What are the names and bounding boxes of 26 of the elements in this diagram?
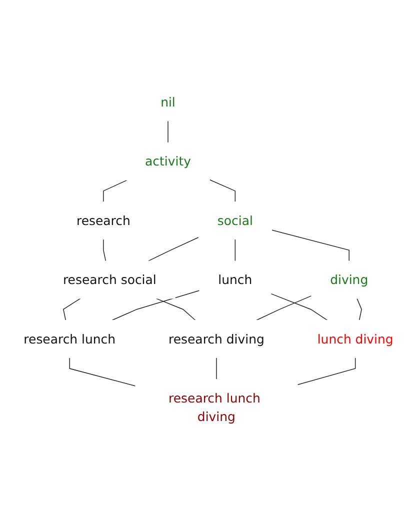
node-text: social [217, 213, 253, 228]
connector [356, 298, 362, 321]
connector [270, 293, 328, 321]
node-text: research [76, 213, 130, 228]
connector [103, 180, 128, 202]
node-text: lunch [218, 272, 252, 288]
connector [156, 298, 196, 321]
connector [297, 357, 356, 386]
connector [216, 357, 217, 380]
connector [256, 295, 312, 321]
connector [209, 179, 236, 202]
node-text: diving [330, 272, 368, 288]
node-text: research lunch diving [168, 390, 260, 424]
connector [148, 236, 200, 262]
connector [62, 298, 81, 321]
node-text: lunch diving [317, 331, 394, 346]
connector [234, 238, 236, 262]
node-text: research lunch [24, 331, 116, 346]
node-text: nil [160, 94, 176, 110]
connector [69, 357, 136, 386]
node-text: research diving [168, 331, 264, 346]
node-text: activity [145, 154, 191, 169]
connector [112, 290, 200, 321]
node-text: research social [62, 272, 156, 288]
connector [103, 238, 106, 262]
connector [271, 230, 350, 262]
